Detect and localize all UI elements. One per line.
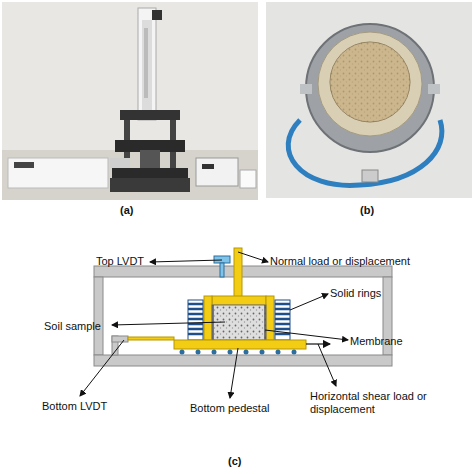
rollers: [244, 350, 249, 355]
shear-device-schematic: [174, 340, 306, 349]
shear-device-schematic: [234, 248, 242, 298]
leader-lines: [265, 330, 348, 340]
shear-device-schematic: [112, 336, 128, 342]
sample-photo: [266, 2, 472, 198]
part-label: Soil sample: [44, 320, 114, 333]
apparatus-photo: [196, 158, 238, 186]
apparatus-photo: [144, 28, 148, 98]
sample-photo: [330, 42, 410, 122]
apparatus-photo: [140, 150, 160, 168]
shear-device-schematic: [94, 266, 392, 277]
leader-lines: [318, 344, 336, 386]
panel-label: (c): [228, 455, 268, 468]
shear-device-schematic: [264, 305, 266, 340]
apparatus-photo: [2, 2, 258, 200]
sample-photo: [428, 84, 440, 94]
panel-label: (a): [120, 204, 160, 217]
part-label: Bottom LVDT: [42, 400, 122, 413]
leader-lines: [80, 252, 348, 398]
rollers: [276, 350, 281, 355]
part-label: Horizontal shear load or displacement: [310, 390, 430, 416]
apparatus-photo: [14, 162, 34, 168]
apparatus-photo: [120, 110, 180, 120]
apparatus-photo: [2, 2, 258, 200]
shear-device-schematic: [94, 277, 103, 355]
leader-lines: [112, 322, 225, 325]
panel-label: (b): [360, 204, 400, 217]
solid-rings: [188, 300, 290, 340]
sample-photo: [318, 32, 422, 136]
rollers: [260, 350, 265, 355]
shear-device-schematic: [128, 337, 174, 340]
rollers: [292, 350, 297, 355]
apparatus-photo: [112, 168, 188, 178]
part-label: Normal load or displacement: [270, 255, 440, 268]
apparatus-photo: [8, 158, 108, 188]
leader-lines: [230, 348, 238, 398]
shear-device-schematic: [212, 296, 266, 305]
shear-device-schematic: [94, 355, 392, 366]
leader-lines: [80, 340, 124, 396]
apparatus-photo: [152, 10, 162, 20]
sample-photo: [330, 42, 410, 122]
sample-photo: [300, 84, 312, 94]
rollers: [228, 350, 233, 355]
leader-lines: [290, 294, 328, 310]
shear-device-schematic: [204, 296, 212, 340]
part-label: Solid rings: [330, 287, 410, 300]
sample-photo: [306, 24, 434, 152]
rollers: [212, 350, 217, 355]
sample-photo: [266, 2, 472, 198]
shear-device-schematic: [214, 256, 230, 263]
apparatus-photo: [110, 178, 190, 192]
apparatus-photo: [138, 8, 156, 120]
apparatus-photo: [110, 158, 130, 168]
apparatus-photo: [240, 170, 256, 188]
part-label: Membrane: [350, 335, 420, 348]
sample-photo: [362, 170, 378, 182]
rollers: [180, 350, 185, 355]
part-label: Top LVDT: [96, 255, 156, 268]
shear-device-schematic: [220, 263, 224, 277]
part-label: Bottom pedestal: [190, 402, 290, 415]
apparatus-photo: [142, 20, 152, 110]
apparatus-photo: [202, 164, 214, 169]
solid-rings: [188, 304, 290, 334]
leader-lines: [238, 252, 268, 262]
leader-lines: [150, 260, 222, 262]
rollers: [196, 350, 201, 355]
shear-device-schematic: [266, 296, 274, 340]
